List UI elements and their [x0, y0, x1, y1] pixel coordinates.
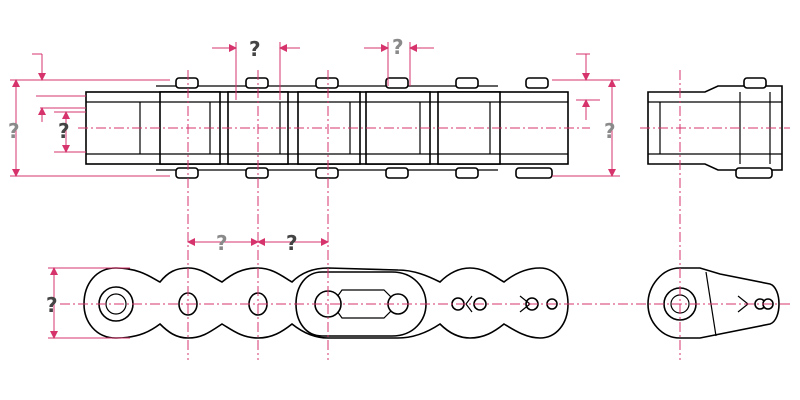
- end-view-profile: [647, 267, 780, 339]
- label-pin-diameter: ?: [249, 37, 261, 61]
- dimension-labels: ? ? ? ? ? ? ? ?: [8, 35, 616, 317]
- front-view: [83, 267, 569, 339]
- dimension-lines: [10, 42, 620, 339]
- label-roller-length: ?: [392, 35, 404, 59]
- pins-top: [175, 77, 553, 179]
- label-plate-height: ?: [46, 293, 58, 317]
- label-pitch-a: ?: [216, 231, 228, 255]
- center-lines: [60, 70, 790, 360]
- label-overall-height: ?: [8, 119, 20, 143]
- label-side-width: ?: [604, 119, 616, 143]
- label-inner-width: ?: [58, 119, 70, 143]
- label-pitch-b: ?: [286, 231, 298, 255]
